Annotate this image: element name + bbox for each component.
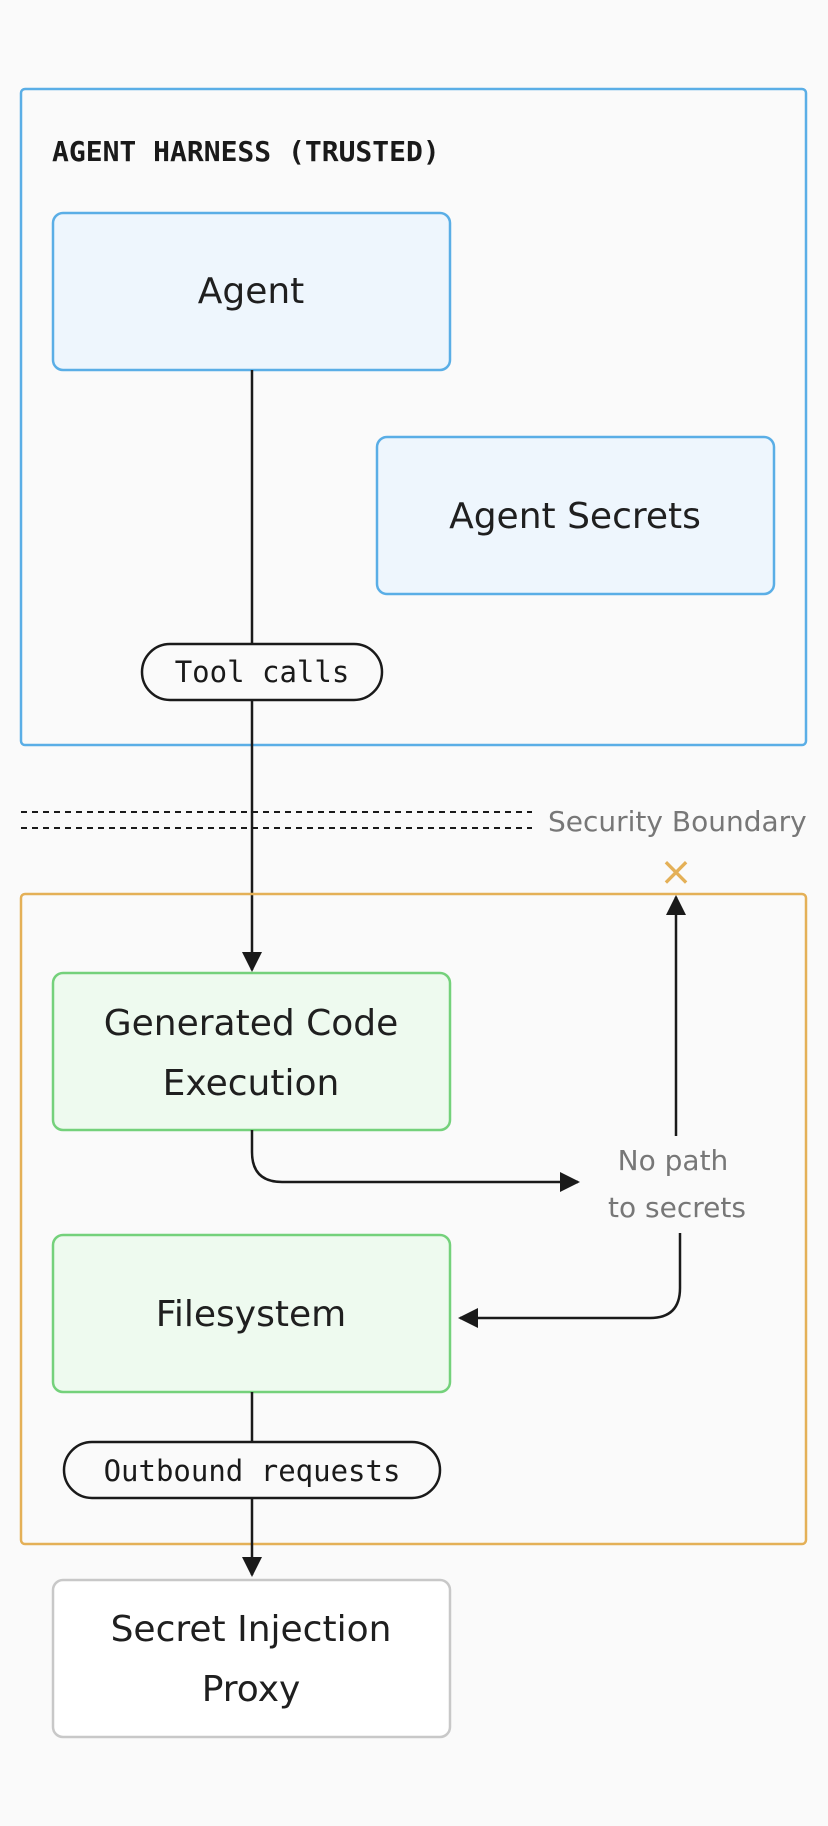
outbound-requests-label: Outbound requests xyxy=(104,1454,401,1488)
filesystem-label: Filesystem xyxy=(156,1294,346,1335)
agent-label: Agent xyxy=(198,271,305,312)
generated-code-execution-node: Generated Code Execution xyxy=(51,971,452,1132)
outbound-requests-pill: Outbound requests xyxy=(62,1440,442,1500)
no-path-label-line2: to secrets xyxy=(608,1191,746,1224)
agent-harness-container xyxy=(19,87,808,747)
agent-secrets-node: Agent Secrets xyxy=(375,435,776,596)
filesystem-node: Filesystem xyxy=(51,1233,452,1394)
proxy-label-line2: Proxy xyxy=(202,1669,301,1710)
nopath-to-filesystem-edge xyxy=(458,1233,682,1328)
agent-harness-title: AGENT HARNESS (TRUSTED) xyxy=(52,135,440,168)
no-path-label-line1: No path xyxy=(618,1144,729,1177)
tool-calls-pill: Tool calls xyxy=(140,642,384,702)
proxy-label-line1: Secret Injection xyxy=(111,1609,392,1650)
agent-secrets-label: Agent Secrets xyxy=(449,496,701,537)
blocked-x-icon: × xyxy=(659,849,693,895)
security-boundary: Security Boundary xyxy=(21,805,807,838)
generated-code-label-line1: Generated Code xyxy=(104,1003,399,1044)
agent-node: Agent xyxy=(51,211,452,372)
code-to-nopath-edge xyxy=(250,1130,580,1192)
sandbox-container xyxy=(19,892,808,1546)
security-boundary-label: Security Boundary xyxy=(548,805,807,838)
tool-calls-label: Tool calls xyxy=(175,655,350,689)
secret-injection-proxy-node: Secret Injection Proxy xyxy=(51,1578,452,1739)
generated-code-label-line2: Execution xyxy=(163,1063,340,1104)
